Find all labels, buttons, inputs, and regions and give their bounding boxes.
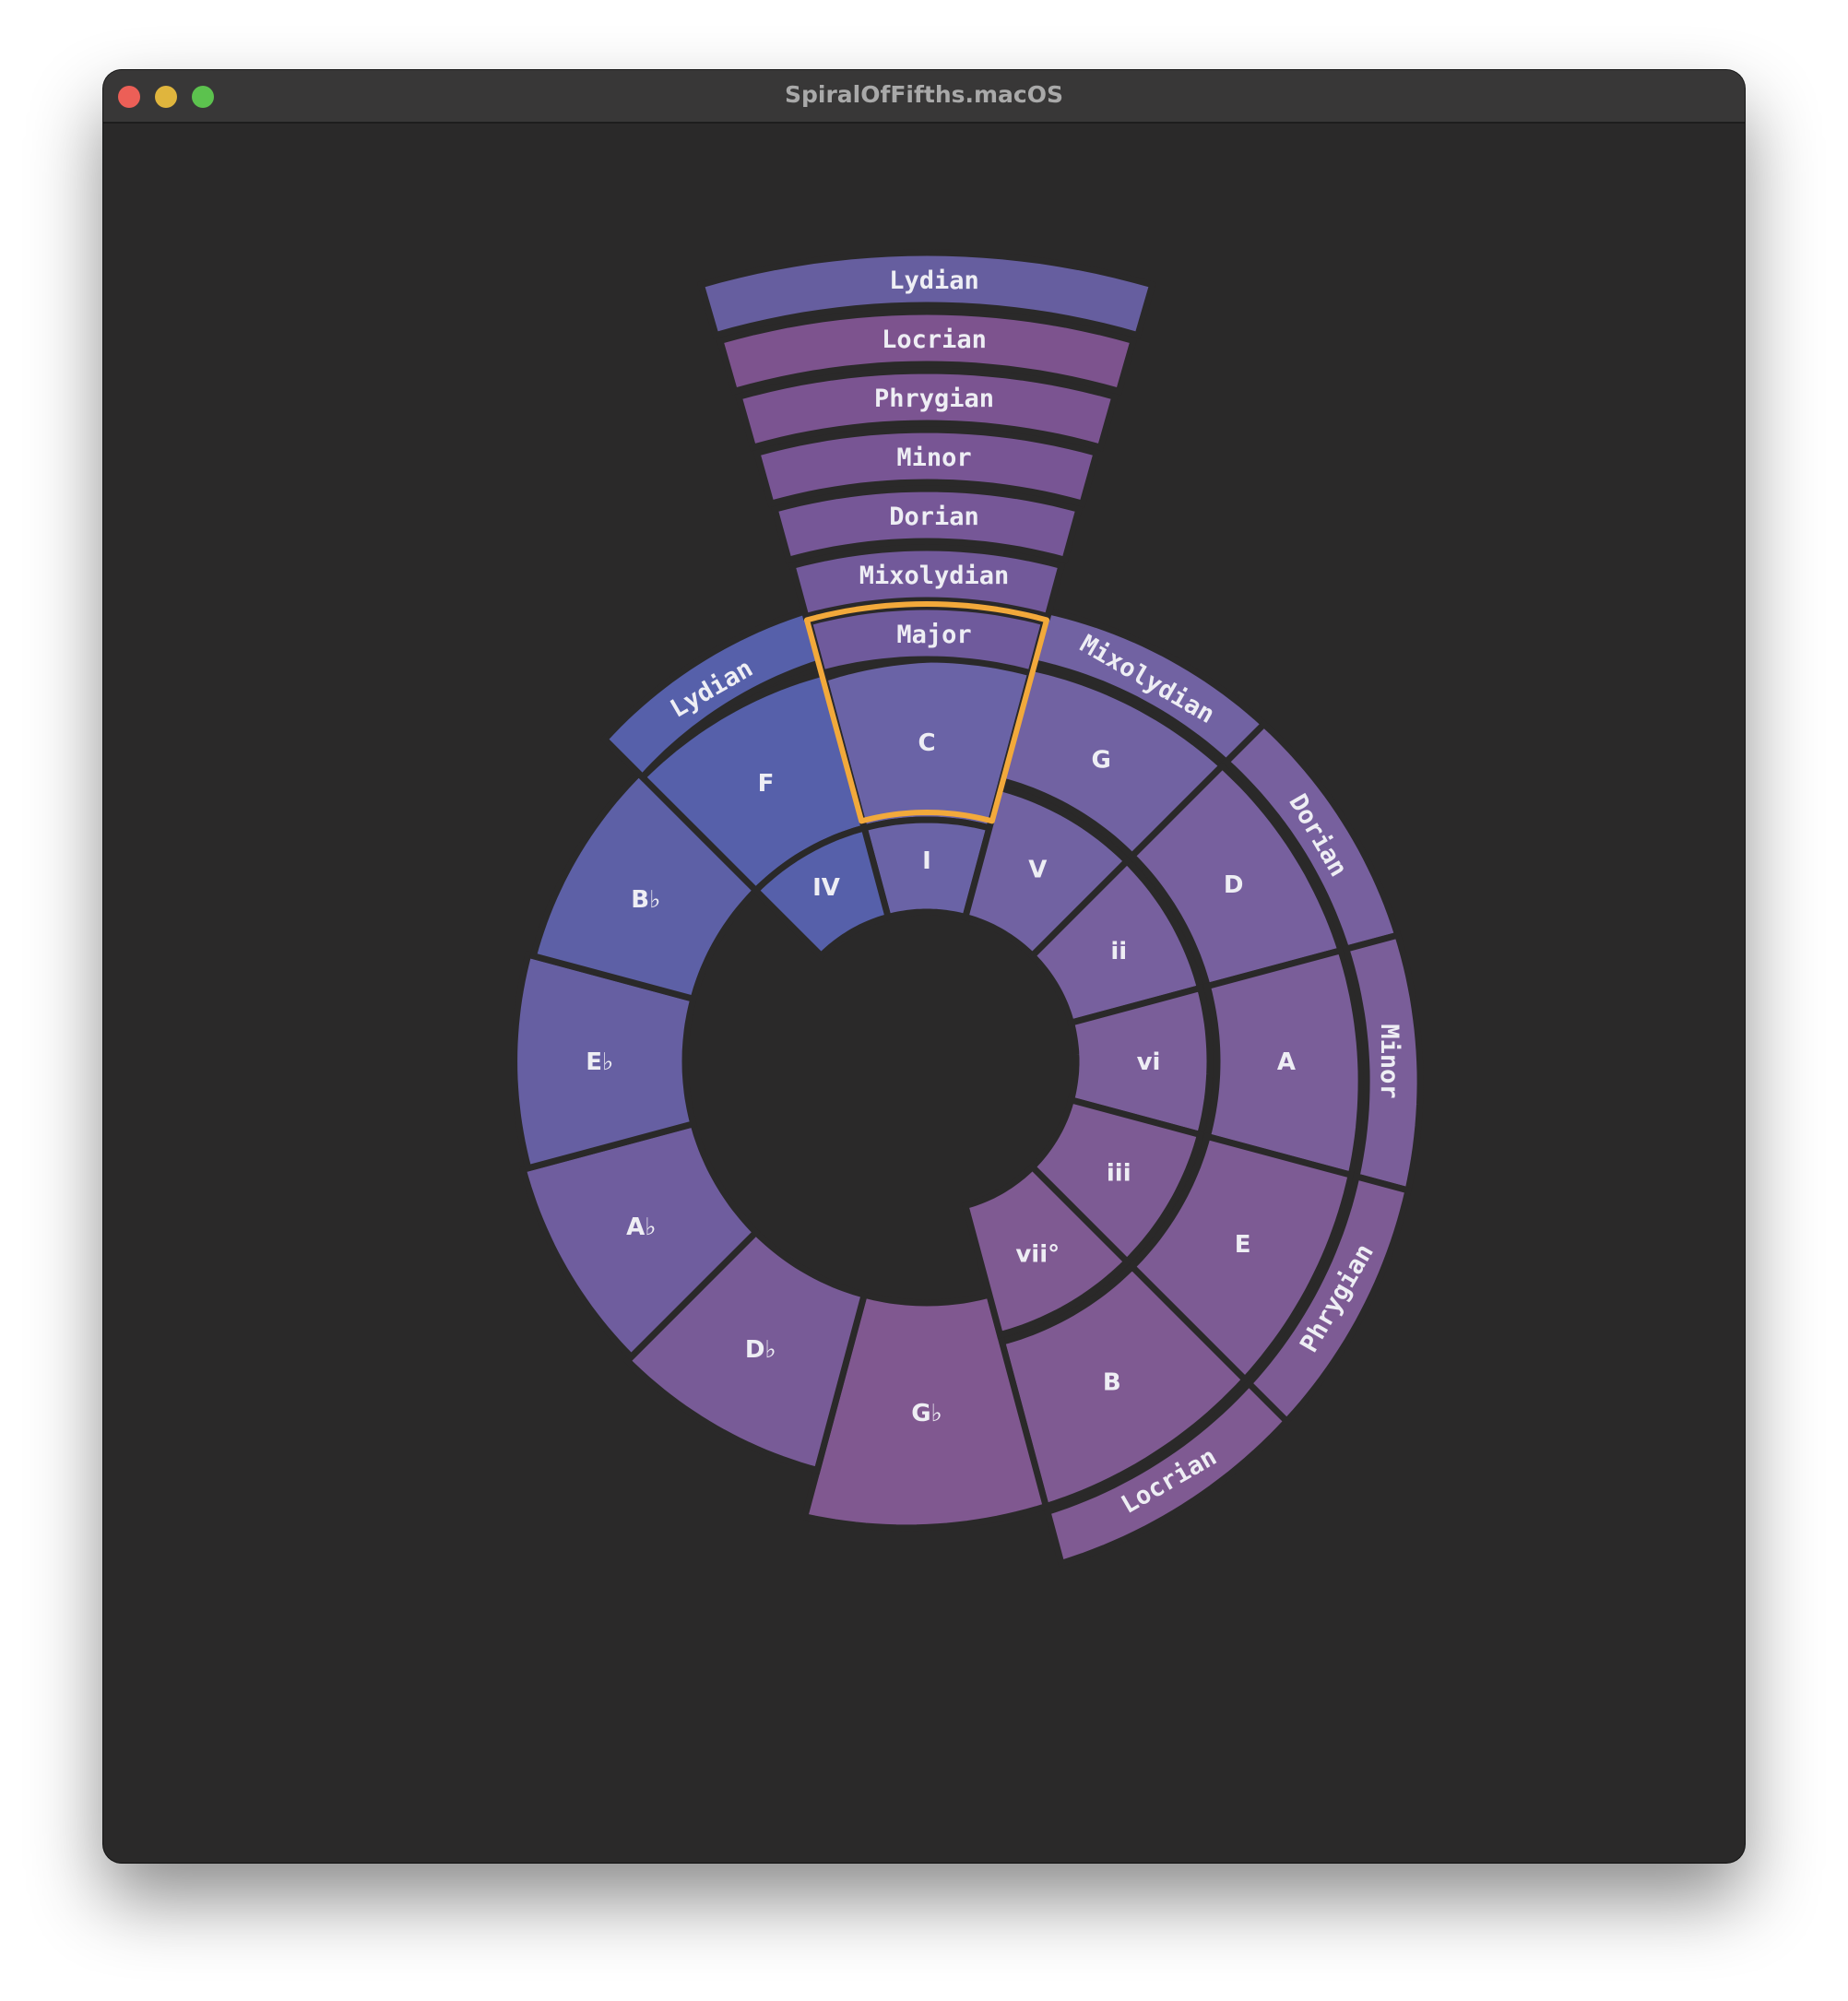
key-label-e-flat: E♭ (586, 1048, 613, 1076)
stack-mode-label-dorian: Dorian (889, 503, 979, 531)
close-button[interactable] (118, 86, 140, 108)
key-label-b-flat: B♭ (631, 886, 660, 914)
stack-mode-mixolydian[interactable] (788, 544, 1066, 621)
key-label-d-flat: D♭ (745, 1336, 776, 1364)
selection-highlight (804, 601, 1049, 824)
degree-segment-vii-dim[interactable] (961, 1162, 1132, 1339)
degree-label-ii: ii (1110, 938, 1127, 965)
mode-label-minor: Minor (1375, 1024, 1404, 1098)
key-label-a: A (1277, 1048, 1296, 1076)
minimize-button[interactable] (155, 86, 177, 108)
app-window: SpiralOfFifths.macOS C G D A E B G♭ D♭ A♭ E♭ B♭ F I… (103, 70, 1745, 1863)
stack-mode-label-phrygian: Phrygian (874, 385, 994, 413)
key-ring: C G D A E B G♭ D♭ A♭ E♭ B♭ F (511, 656, 1365, 1532)
zoom-button[interactable] (192, 86, 214, 108)
key-label-f: F (758, 770, 775, 798)
key-label-d: D (1224, 871, 1244, 899)
key-label-e: E (1235, 1231, 1251, 1259)
stack-mode-label-lydian: Lydian (889, 266, 979, 295)
key-label-g-flat: G♭ (911, 1400, 942, 1427)
stack-mode-label-locrian: Locrian (882, 326, 987, 354)
key-label-a-flat: A♭ (626, 1214, 656, 1241)
stack-mode-phrygian[interactable] (734, 367, 1119, 452)
key-label-b: B (1103, 1369, 1121, 1397)
stack-mode-label-major: Major (896, 621, 971, 649)
title-bar: SpiralOfFifths.macOS (103, 70, 1745, 124)
mode-segment-locrian[interactable] (1043, 1379, 1292, 1568)
stack-mode-label-mixolydian: Mixolydian (859, 562, 1010, 590)
stack-mode-minor[interactable] (752, 426, 1101, 508)
degree-label-i: I (922, 847, 931, 875)
stack-mode-lydian[interactable] (696, 249, 1157, 339)
selected-key-outline (804, 601, 1049, 824)
degree-label-iii: iii (1107, 1159, 1131, 1187)
stack-mode-dorian[interactable] (770, 485, 1084, 564)
degree-segment-iv[interactable] (751, 823, 893, 961)
stack-mode-locrian[interactable] (716, 308, 1138, 396)
key-label-c: C (918, 729, 935, 757)
degree-label-vii-dim: vii° (1015, 1240, 1060, 1268)
window-title: SpiralOfFifths.macOS (784, 81, 1063, 108)
degree-label-v: V (1028, 857, 1047, 884)
mode-stack: Major Mixolydian Dorian Minor Phrygian Locria… (696, 249, 1157, 678)
key-label-g: G (1091, 746, 1110, 774)
stack-mode-label-minor: Minor (896, 444, 971, 472)
degree-label-vi: vi (1137, 1048, 1161, 1076)
degree-label-iv: IV (812, 874, 840, 902)
